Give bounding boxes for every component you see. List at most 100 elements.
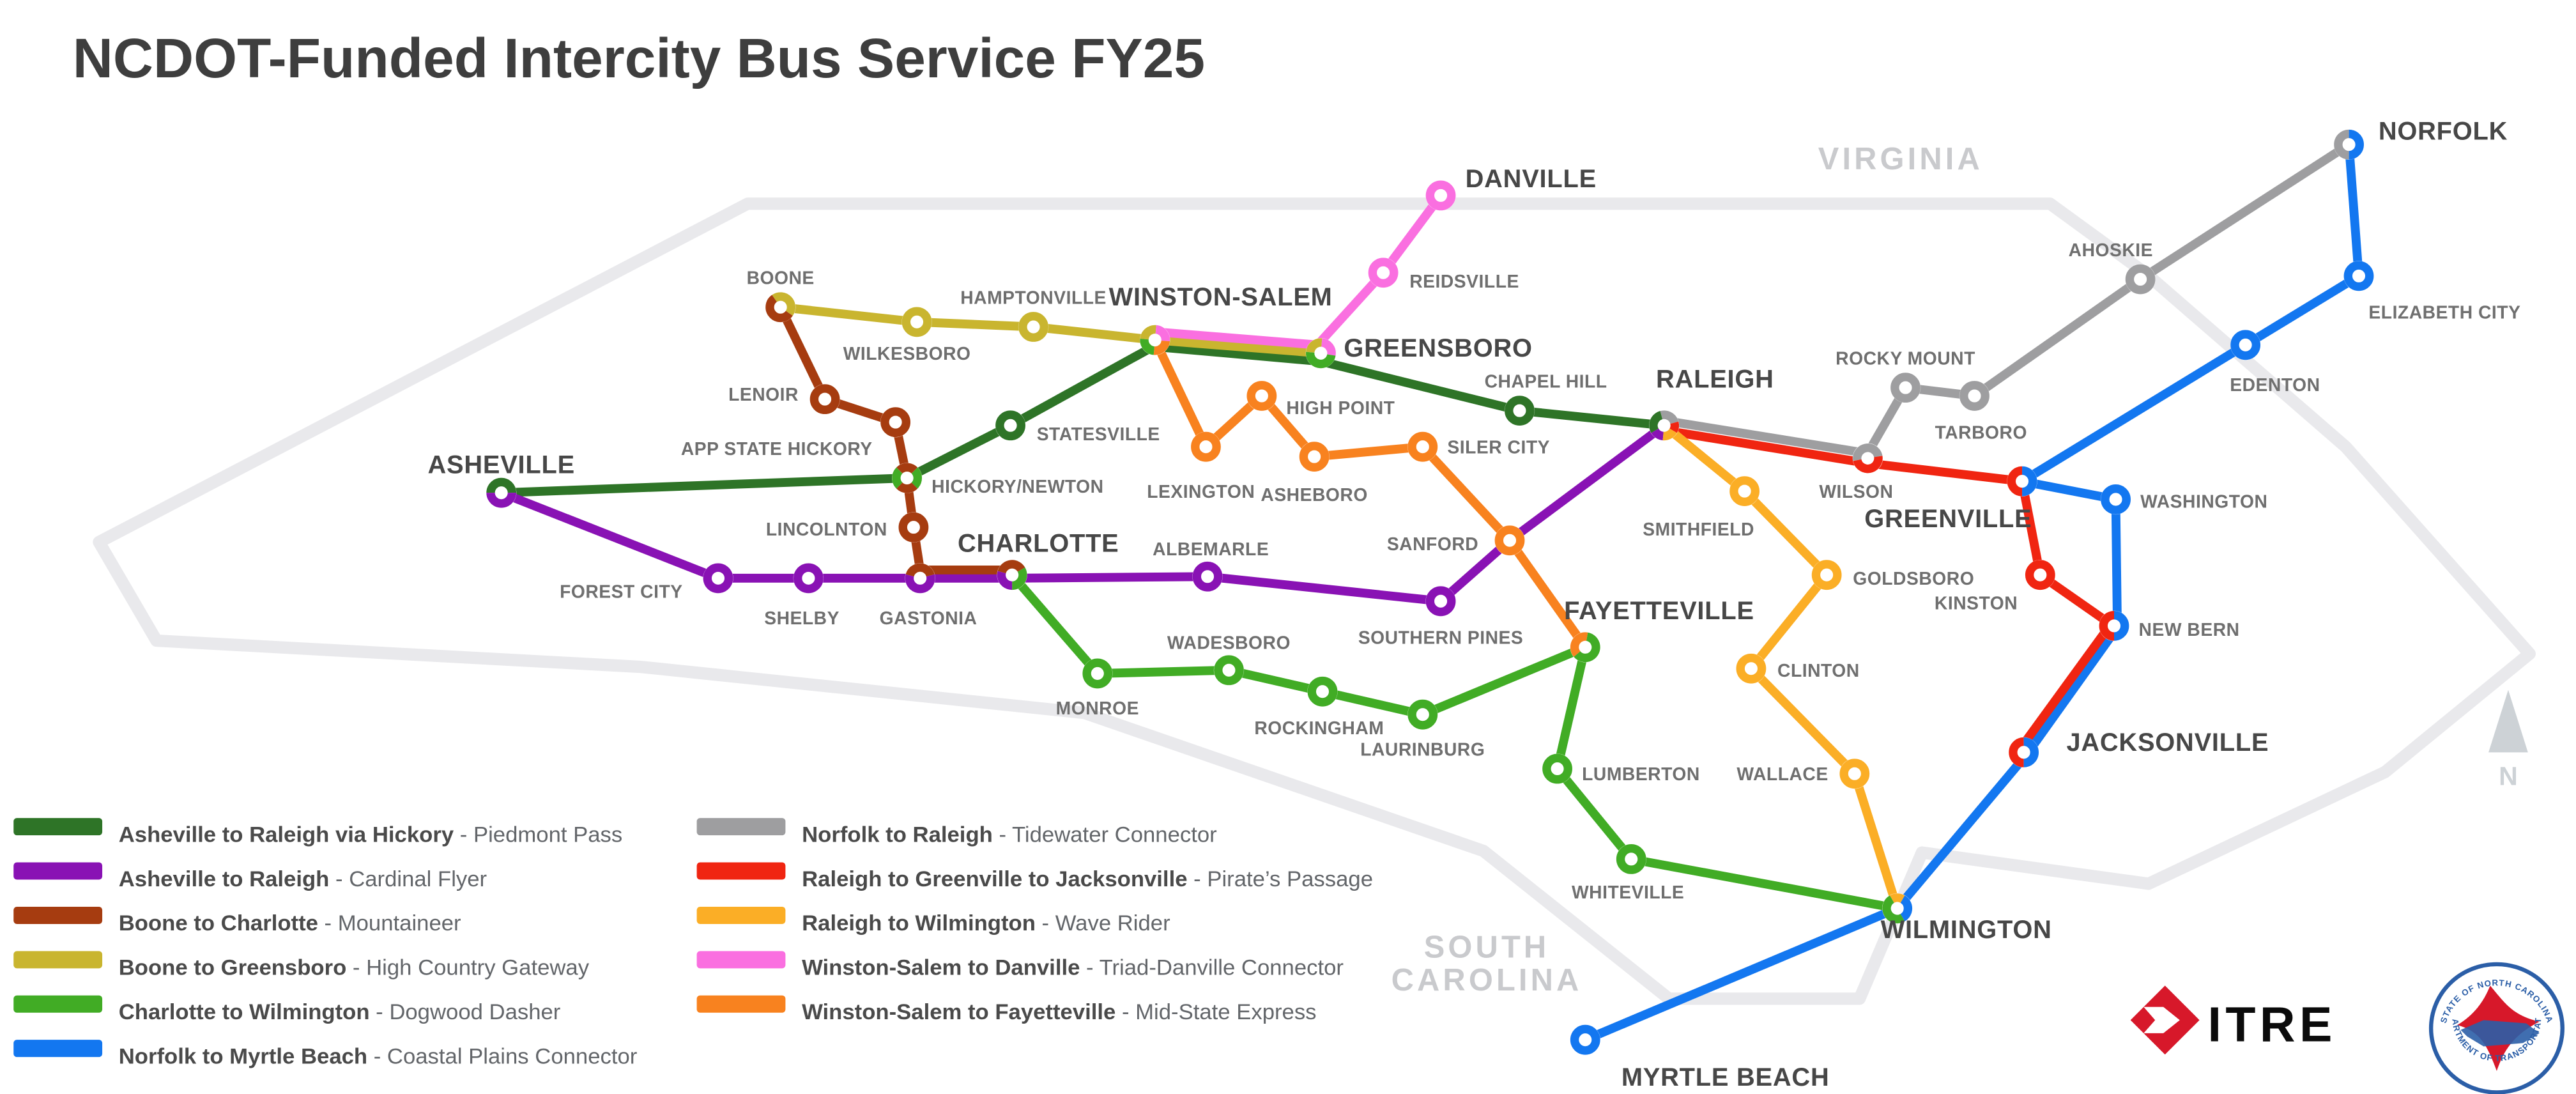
station-ring-segment	[1889, 893, 1905, 904]
seal-bottom-text: DEPARTMENT OF TRANSPORTATION	[0, 0, 2542, 1063]
station-shelby	[793, 563, 824, 594]
station-ring	[2230, 330, 2261, 360]
station-label-raleigh: RALEIGH	[1656, 366, 1774, 394]
station-label-goldsboro: GOLDSBORO	[1853, 568, 1974, 589]
station-label-sanford: SANFORD	[1387, 534, 1478, 554]
station-label-greenville: GREENVILLE	[1864, 505, 2032, 533]
station-label-asheville: ASHEVILLE	[427, 451, 574, 479]
station-edenton	[2230, 330, 2261, 360]
station-whiteville	[1616, 844, 1646, 875]
station-ring	[995, 410, 1025, 441]
station-wallace	[1839, 759, 1870, 789]
station-new-bern	[2099, 610, 2129, 642]
station-label-forest-city: FOREST CITY	[560, 582, 683, 602]
legend-label-mid-state-express: Winston-Salem to Fayetteville - Mid-Stat…	[802, 1000, 1316, 1024]
station-label-lumberton: LUMBERTON	[1582, 764, 1700, 784]
compass-n-label: N	[2499, 762, 2518, 791]
station-wilson	[1852, 443, 1883, 474]
station-ahoskie	[2125, 264, 2156, 295]
station-label-high-point: HIGH POINT	[1286, 397, 1395, 418]
stations-layer	[486, 129, 2374, 1055]
legend: Asheville to Raleigh via Hickory - Piedm…	[13, 818, 1373, 1068]
station-ring-segment	[1853, 456, 1883, 474]
station-label-wadesboro: WADESBORO	[1167, 632, 1291, 652]
station-label-edenton: EDENTON	[2230, 374, 2320, 395]
station-tarboro	[1959, 380, 1990, 412]
station-ring	[898, 512, 929, 543]
station-ring-segment	[2113, 610, 2129, 641]
station-ring-segment	[2334, 129, 2350, 160]
station-ring	[1214, 655, 1244, 686]
station-ring	[809, 384, 840, 415]
station-albemarle	[1192, 561, 1223, 592]
station-sanford	[1494, 525, 1525, 556]
station-ring-segment	[1321, 338, 1336, 356]
itre-arrow-icon	[2143, 1006, 2180, 1033]
route-tidewater-connector	[1663, 141, 2352, 458]
route-piedmont-pass	[501, 342, 1665, 498]
legend-label-mountaineer: Boone to Charlotte - Mountaineer	[119, 911, 461, 936]
legend-label-triad-danville-connector: Winston-Salem to Danville - Triad-Danvil…	[802, 956, 1344, 980]
station-label-rocky-mount: ROCKY MOUNT	[1836, 348, 1975, 369]
station-label-wallace: WALLACE	[1736, 764, 1828, 784]
station-label-reidsville: REIDSVILLE	[1409, 271, 1519, 291]
station-ring-segment	[1649, 411, 1663, 433]
station-label-clinton: CLINTON	[1777, 660, 1860, 681]
station-ring	[1542, 753, 1572, 784]
station-lexington	[1190, 431, 1222, 462]
station-laurinburg	[1407, 699, 1438, 730]
station-label-fayetteville: FAYETTEVILLE	[1564, 597, 1754, 625]
seal-nc-shape-icon	[2460, 1020, 2540, 1047]
legend-swatch-wave-rider	[696, 906, 786, 924]
station-ring-segment	[911, 467, 923, 489]
station-label-statesville: STATESVILLE	[1037, 424, 1160, 444]
station-label-wilkesboro: WILKESBORO	[843, 343, 971, 364]
station-ring	[2125, 264, 2156, 295]
station-label-greensboro: GREENSBORO	[1344, 334, 1532, 362]
virginia-label: VIRGINIA	[1818, 142, 1983, 176]
compass-arrow-icon	[2488, 690, 2528, 753]
station-ring	[1192, 561, 1223, 592]
station-clinton	[1736, 653, 1767, 684]
station-ring	[1505, 396, 1535, 426]
station-label-southern-pines: SOUTHERN PINES	[1358, 628, 1523, 648]
station-ring	[1307, 676, 1338, 707]
station-label-hickory-newton: HICKORY/NEWTON	[931, 476, 1103, 497]
station-norfolk	[2333, 129, 2365, 160]
station-label-wilson: WILSON	[1819, 481, 1893, 502]
station-ring	[2343, 261, 2374, 291]
station-label-chapel-hill: CHAPEL HILL	[1485, 371, 1607, 392]
station-label-app-state-hickory: APP STATE HICKORY	[681, 438, 873, 459]
south-carolina-label-line1: SOUTH	[1424, 930, 1550, 965]
station-label-new-bern: NEW BERN	[2139, 619, 2240, 640]
route-wave-rider	[1661, 422, 1902, 910]
station-ring	[1191, 431, 1221, 462]
station-ring	[1570, 1024, 1600, 1055]
station-greensboro	[1305, 338, 1337, 369]
station-ring	[1736, 653, 1767, 684]
station-label-norfolk: NORFOLK	[2379, 117, 2508, 145]
station-ring	[1959, 381, 1989, 411]
station-myrtle-beach	[1570, 1024, 1600, 1055]
station-ring-segment	[765, 295, 793, 323]
station-boone	[765, 292, 796, 323]
station-ring	[1018, 312, 1048, 342]
station-ring-segment	[1882, 895, 1905, 923]
legend-swatch-high-country-gateway	[13, 951, 103, 969]
state-outline	[93, 197, 2536, 1005]
station-rocky-mount	[1890, 373, 1921, 403]
page-title: NCDOT-Funded Intercity Bus Service FY25	[73, 27, 1205, 89]
station-monroe	[1082, 658, 1113, 689]
station-forest-city	[703, 563, 733, 594]
station-ring-segment	[1900, 895, 1913, 921]
station-ring	[2101, 484, 2131, 514]
legend-swatch-cardinal-flyer	[13, 862, 103, 880]
station-ring-segment	[1570, 632, 1588, 657]
legend-label-cardinal-flyer: Asheville to Raleigh - Cardinal Flyer	[119, 867, 487, 891]
legend-swatch-piedmont-pass	[13, 818, 103, 836]
station-siler-city	[1407, 431, 1438, 462]
station-ring-segment	[1011, 567, 1027, 590]
legend-swatch-triad-danville-connector	[696, 951, 786, 969]
station-label-myrtle-beach: MYRTLE BEACH	[1621, 1063, 1830, 1091]
